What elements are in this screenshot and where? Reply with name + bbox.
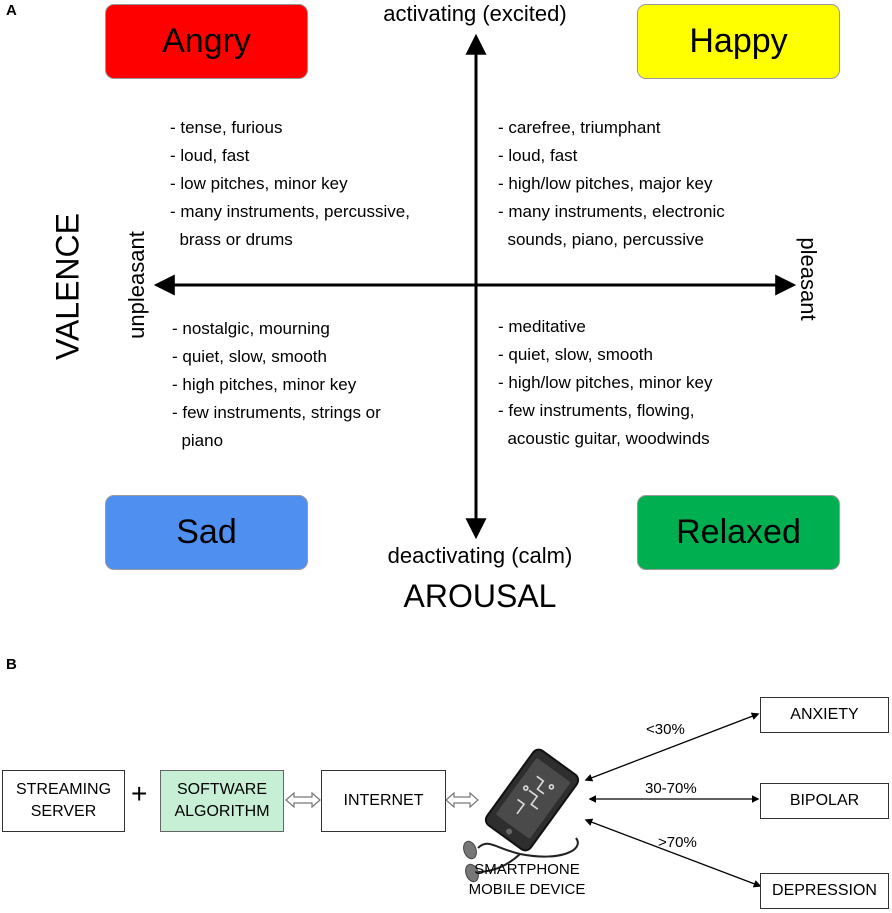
list-item: - high/low pitches, major key [498,174,713,193]
list-item: - tense, furious [170,118,283,137]
anxiety-box: ANXIETY [760,697,889,733]
smartphone-icon [484,748,580,852]
happy-attributes: - carefree, triumphant - loud, fast - hi… [498,114,725,254]
angry-attributes: - tense, furious - loud, fast - low pitc… [170,114,410,254]
double-arrow-2 [445,791,479,809]
depression-box: DEPRESSION [760,873,889,909]
angry-box: Angry [105,4,308,79]
plus-sign: + [131,778,148,809]
list-item: - loud, fast [170,146,250,165]
happy-box: Happy [637,4,840,79]
arousal-title: AROUSAL [403,578,557,614]
sad-attributes: - nostalgic, mourning - quiet, slow, smo… [172,315,381,455]
box-text: SERVER [30,803,97,820]
percent-depression: >70% [658,834,697,851]
list-item: brass or drums [170,230,293,249]
sad-label: Sad [176,513,237,551]
list-item: - many instruments, electronic [498,202,725,221]
percent-bipolar: 30-70% [645,780,697,797]
box-text: SOFTWARE [176,781,268,798]
panel-b-label: B [6,656,17,673]
axis-top-label: activating (excited) [383,1,567,26]
relaxed-attributes: - meditative - quiet, slow, smooth - hig… [498,313,712,453]
list-item: - quiet, slow, smooth [172,347,327,366]
software-algorithm-box: SOFTWARE ALGORITHM [160,770,284,832]
percent-anxiety: <30% [646,721,685,738]
box-text: ALGORITHM [174,803,270,820]
box-text: MOBILE DEVICE [468,881,586,898]
internet-box: INTERNET [321,770,446,832]
list-item: - few instruments, strings or [172,403,381,422]
box-text: SMARTPHONE [474,861,580,878]
axis-right-label: pleasant [796,237,821,321]
bipolar-box: BIPOLAR [760,783,889,819]
smartphone-label: SMARTPHONE MOBILE DEVICE [452,860,602,900]
angry-label: Angry [162,22,251,60]
arrow-depression [584,818,762,888]
happy-label: Happy [689,22,788,60]
list-item: sounds, piano, percussive [498,230,705,249]
earbud-icon-2 [465,863,479,883]
list-item: - carefree, triumphant [498,118,661,137]
axis-left-label: unpleasant [124,231,149,339]
relaxed-box: Relaxed [637,495,840,570]
list-item: - few instruments, flowing, [498,401,695,420]
list-item: - many instruments, percussive, [170,202,410,221]
list-item: - low pitches, minor key [170,174,348,193]
list-item: piano [172,431,224,450]
list-item: - nostalgic, mourning [172,319,330,338]
box-text: INTERNET [343,792,424,809]
box-text: STREAMING [15,781,112,798]
list-item: acoustic guitar, woodwinds [498,429,710,448]
double-arrow-1 [285,791,321,809]
list-item: - quiet, slow, smooth [498,345,653,364]
earbud-icon-1 [463,840,477,860]
list-item: - high/low pitches, minor key [498,373,713,392]
box-text: ANXIETY [790,706,859,723]
sad-box: Sad [105,495,308,570]
earphone-cable [477,837,579,858]
streaming-server-box: STREAMING SERVER [2,770,125,832]
box-text: BIPOLAR [789,792,860,809]
arrow-anxiety [584,712,760,782]
list-item: - meditative [498,317,586,336]
box-text: DEPRESSION [772,882,877,899]
list-item: - high pitches, minor key [172,375,357,394]
panel-a-label: A [6,2,17,19]
list-item: - loud, fast [498,146,578,165]
valence-title: VALENCE [49,213,86,361]
relaxed-label: Relaxed [676,513,801,551]
axis-bottom-label: deactivating (calm) [387,543,573,568]
